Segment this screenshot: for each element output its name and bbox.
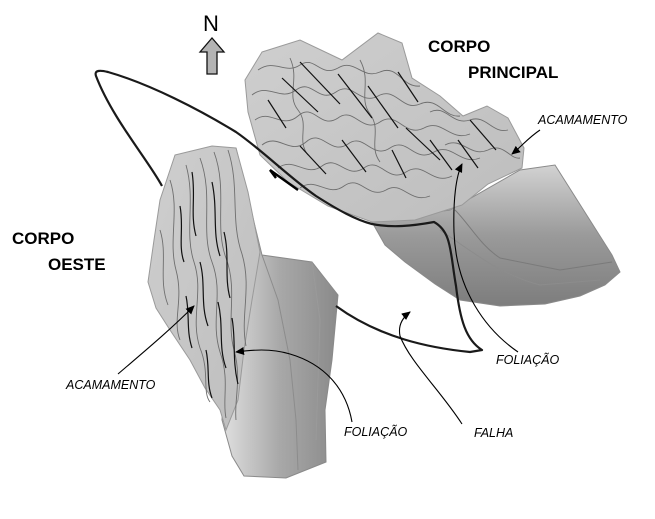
- corpo-principal-label-1: CORPO: [428, 37, 490, 56]
- acamamento-label-top: ACAMAMENTO: [537, 113, 628, 127]
- north-label: N: [203, 11, 219, 36]
- foliacao-label-left: FOLIAÇÃO: [344, 425, 407, 439]
- north-arrow: N: [200, 11, 224, 74]
- corpo-oeste-block: [148, 146, 338, 478]
- corpo-principal-label-2: PRINCIPAL: [468, 63, 558, 82]
- foliacao-label-right: FOLIAÇÃO: [496, 353, 559, 367]
- north-arrow-icon: [200, 38, 224, 74]
- corpo-oeste-label-1: CORPO: [12, 229, 74, 248]
- acamamento-label-left: ACAMAMENTO: [65, 378, 156, 392]
- corpo-oeste-label-2: OESTE: [48, 255, 106, 274]
- falha-label: FALHA: [474, 426, 513, 440]
- leader-falha: [399, 312, 462, 424]
